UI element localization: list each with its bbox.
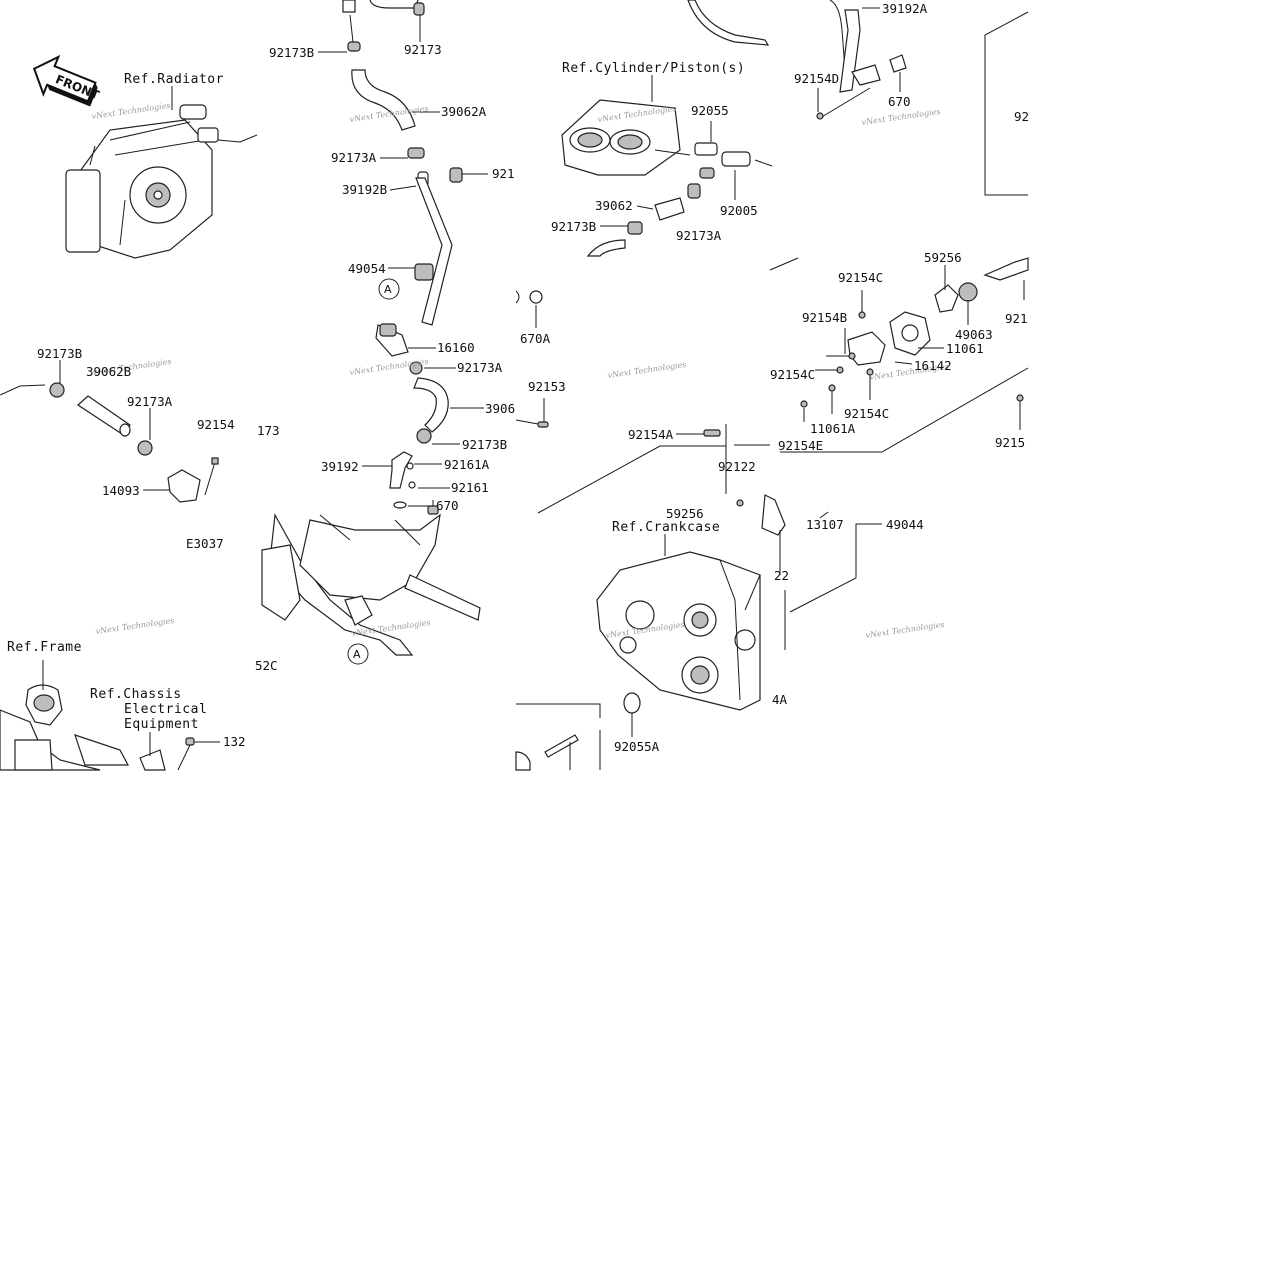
water-pump-drawing	[769, 257, 1029, 453]
watermark: vNext Technologies	[607, 360, 687, 380]
part-label: 670	[436, 498, 459, 513]
front-arrow-icon: FRONT	[32, 54, 102, 107]
ref-frame: Ref.Frame	[7, 640, 82, 655]
part-labels: 92173B 92173 39062A 92173A 921 39192B 49…	[37, 1, 1029, 754]
ref-radiator: Ref.Radiator	[124, 72, 224, 87]
part-label: 92154D	[794, 71, 839, 86]
frame-center-drawing	[261, 500, 481, 656]
part-label: 92173B	[269, 45, 314, 60]
part-label: 92122	[718, 459, 756, 474]
part-label: 670A	[520, 331, 551, 346]
center-bolts-drawing	[515, 398, 770, 514]
part-label: 92055A	[614, 739, 660, 754]
callout-a-lower-label: A	[353, 648, 361, 661]
part-label: 92173A	[457, 360, 503, 375]
part-label: 49044	[886, 517, 924, 532]
part-label: 173	[257, 423, 280, 438]
part-label: 92173B	[37, 346, 82, 361]
part-label: 92161A	[444, 457, 490, 472]
figure-code: E3037	[186, 536, 224, 551]
part-label: 13107	[806, 517, 844, 532]
part-label: 92154C	[844, 406, 889, 421]
radiator-drawing	[65, 86, 258, 259]
part-label: 92154A	[628, 427, 674, 442]
part-label: 39062	[595, 198, 633, 213]
part-label: 921	[492, 166, 515, 181]
part-label: 92005	[720, 203, 758, 218]
part-label: 92173B	[462, 437, 507, 452]
part-label: 16142	[914, 358, 952, 373]
cylinder-drawing	[561, 75, 773, 257]
part-label: 92173	[404, 42, 442, 57]
part-label: 92173A	[331, 150, 377, 165]
part-label: 3906	[485, 401, 515, 416]
crankcase-drawing	[515, 494, 882, 771]
ref-chassis-equipment: Equipment	[124, 717, 199, 732]
ref-chassis: Ref.Chassis	[90, 687, 182, 702]
part-label: 92173A	[676, 228, 722, 243]
ref-crankcase: Ref.Crankcase	[612, 520, 720, 535]
thermostat-housing-drawing	[0, 360, 219, 503]
ref-chassis-electrical: Electrical	[124, 702, 207, 717]
part-label: 22	[774, 568, 789, 583]
part-label: 59256	[924, 250, 962, 265]
callout-a-lower: A	[347, 643, 369, 665]
part-label: 92154	[197, 417, 235, 432]
part-label: 92154C	[770, 367, 815, 382]
part-label: 92173B	[551, 219, 596, 234]
part-label: 921	[1005, 311, 1028, 326]
part-label: 92153	[528, 379, 566, 394]
callout-a-upper-label: A	[384, 283, 392, 296]
part-label: 16160	[437, 340, 475, 355]
part-label: 92154E	[778, 438, 823, 453]
part-label: 39062A	[441, 104, 487, 119]
part-label: 92161	[451, 480, 489, 495]
part-label: 92055	[691, 103, 729, 118]
watermark: vNext Technologies	[95, 616, 175, 636]
part-label: 92154C	[838, 270, 883, 285]
part-label: 11061A	[810, 421, 856, 436]
watermark: vNext Technologies	[351, 618, 431, 638]
part-label: 670	[888, 94, 911, 109]
part-label: 9215	[995, 435, 1025, 450]
part-label: 11061	[946, 341, 984, 356]
part-label: 52C	[255, 658, 278, 673]
leader-lines	[318, 7, 880, 507]
part-label: 92173A	[127, 394, 173, 409]
watermark: vNext Technologies	[91, 101, 171, 121]
part-label: 4A	[772, 692, 788, 707]
part-label: 39192	[321, 459, 359, 474]
part-label: 59256	[666, 506, 704, 521]
part-label: 39062B	[86, 364, 131, 379]
part-label: 14093	[102, 483, 140, 498]
top-right-hose-drawing	[687, 0, 1029, 196]
part-label: 92	[1014, 109, 1029, 124]
part-label: 92154B	[802, 310, 847, 325]
upper-hose-drawing	[342, 0, 488, 509]
part-label: 39192B	[342, 182, 387, 197]
part-label: 132	[223, 734, 246, 749]
callout-a-upper: A	[378, 278, 400, 300]
part-label: 49054	[348, 261, 386, 276]
ref-cylinder: Ref.Cylinder/Piston(s)	[562, 61, 745, 76]
watermark: vNext Technologies	[865, 620, 945, 640]
watermark: vNext Technologies	[861, 107, 941, 127]
oring-670a-drawing	[515, 290, 543, 328]
frame-left-drawing	[0, 660, 220, 771]
part-label: 39192A	[882, 1, 928, 16]
part-label: 49063	[955, 327, 993, 342]
